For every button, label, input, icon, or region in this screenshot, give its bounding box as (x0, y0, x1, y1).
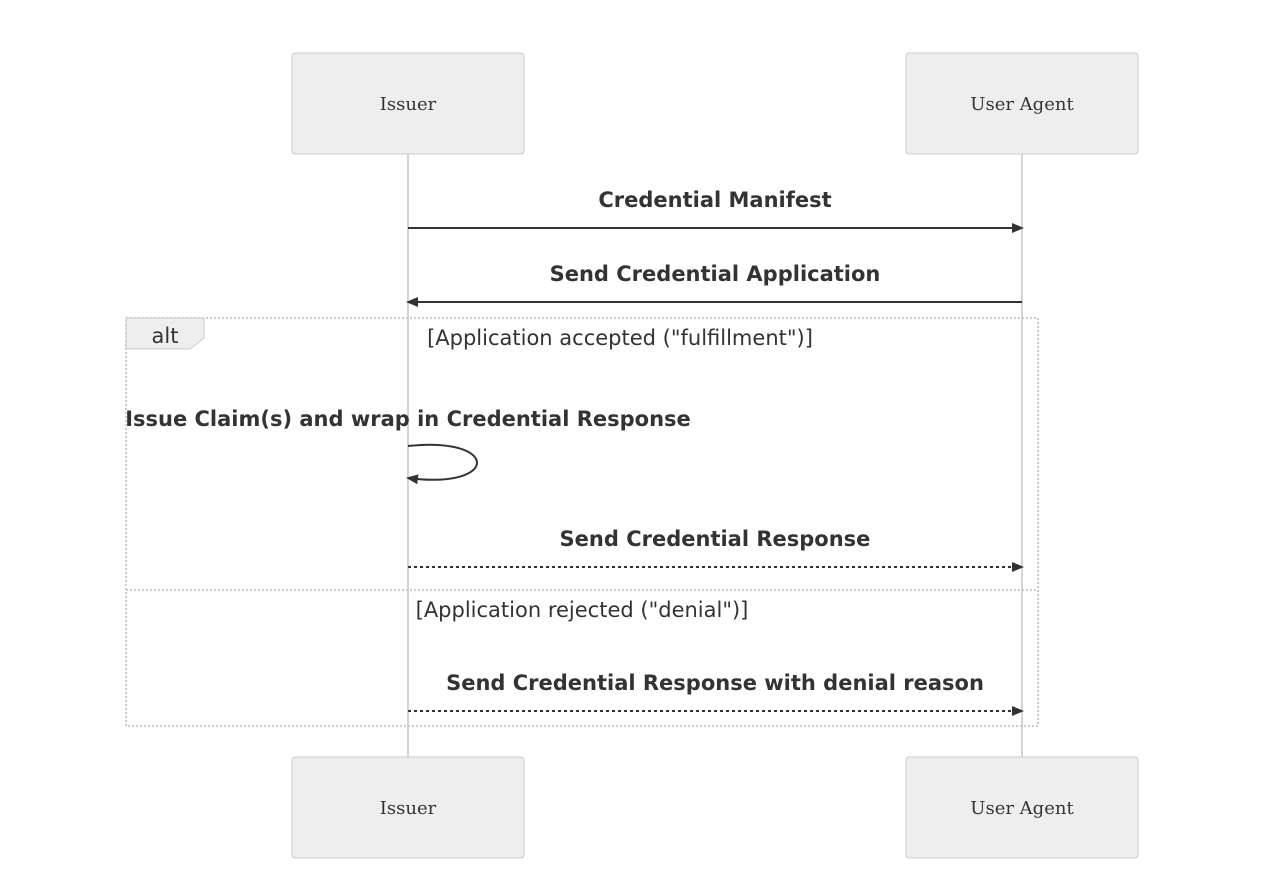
message-send-credential-response-label: Send Credential Response (560, 527, 871, 551)
message-denial-reason-label: Send Credential Response with denial rea… (446, 671, 984, 695)
message-issue-claims-label: Issue Claim(s) and wrap in Credential Re… (125, 407, 691, 431)
message-issue-claims-self-arrow (406, 443, 478, 485)
user-agent-actor-bottom-label: User Agent (970, 798, 1074, 819)
issuer-actor-bottom[interactable]: Issuer (291, 756, 525, 859)
message-send-credential-application-label: Send Credential Application (550, 262, 881, 286)
user-agent-actor-top[interactable]: User Agent (905, 52, 1139, 155)
issuer-actor-label: Issuer (380, 94, 437, 115)
message-credential-manifest-label: Credential Manifest (598, 188, 831, 212)
alt-frame-label: alt (152, 324, 179, 348)
alt-condition-rejected: [Application rejected ("denial")] (416, 598, 749, 622)
issuer-actor-bottom-label: Issuer (380, 798, 437, 819)
alt-condition-accepted: [Application accepted ("fulfillment")] (427, 326, 813, 350)
user-agent-actor-bottom[interactable]: User Agent (905, 756, 1139, 859)
alt-frame (125, 317, 1039, 727)
user-agent-actor-label: User Agent (970, 94, 1074, 115)
issuer-actor-top[interactable]: Issuer (291, 52, 525, 155)
alt-frame-label-box (125, 317, 205, 350)
